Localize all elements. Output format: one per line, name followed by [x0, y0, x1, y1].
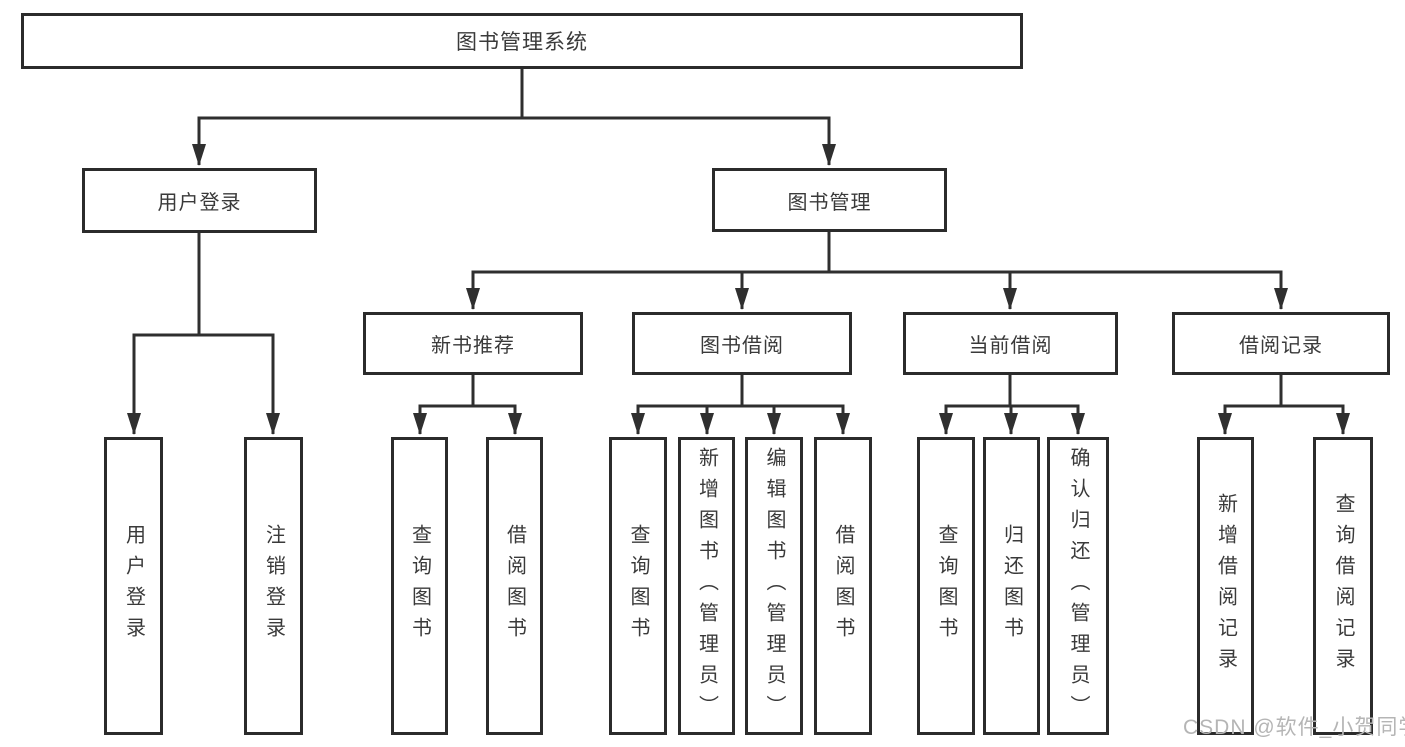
leaf-borrow-borrow-books: 借阅图书	[814, 437, 872, 735]
leaf-user-login-label: 用户登录	[122, 524, 145, 648]
node-borrow-records: 借阅记录	[1172, 312, 1390, 375]
leaf-borrow-query-books-label: 查询图书	[627, 524, 649, 648]
node-book-management-label: 图书管理	[787, 191, 872, 214]
leaf-current-query-books: 查询图书	[917, 437, 975, 735]
node-borrow-records-label: 借阅记录	[1239, 335, 1323, 357]
leaf-current-return-books-label: 归还图书	[1000, 524, 1023, 648]
node-new-book-recommend: 新书推荐	[363, 312, 583, 375]
leaf-current-query-books-label: 查询图书	[935, 524, 957, 648]
node-book-borrow-label: 图书借阅	[700, 335, 784, 357]
node-user-login: 用户登录	[82, 168, 317, 233]
leaf-logout: 注销登录	[244, 437, 303, 735]
leaf-recommend-query-books-label: 查询图书	[408, 524, 431, 648]
node-book-management: 图书管理	[712, 168, 947, 232]
leaf-recommend-borrow-books-label: 借阅图书	[503, 524, 526, 648]
leaf-recommend-borrow-books: 借阅图书	[486, 437, 543, 735]
node-user-login-label: 用户登录	[157, 192, 242, 214]
leaf-records-add-record: 新增借阅记录	[1197, 437, 1254, 735]
leaf-borrow-edit-books-label: 编辑图书（管理员）	[763, 446, 785, 726]
node-new-book-recommend-label: 新书推荐	[431, 335, 515, 357]
leaf-current-confirm-return: 确认归还（管理员）	[1047, 437, 1109, 735]
leaf-current-return-books: 归还图书	[983, 437, 1040, 735]
leaf-records-query-record: 查询借阅记录	[1313, 437, 1373, 735]
leaf-logout-label: 注销登录	[262, 524, 285, 648]
leaf-borrow-borrow-books-label: 借阅图书	[832, 524, 854, 648]
node-root: 图书管理系统	[21, 13, 1023, 69]
leaf-borrow-edit-books: 编辑图书（管理员）	[745, 437, 803, 735]
node-current-borrow: 当前借阅	[903, 312, 1118, 375]
leaf-borrow-add-books: 新增图书（管理员）	[678, 437, 735, 735]
leaf-records-add-record-label: 新增借阅记录	[1214, 493, 1237, 679]
node-current-borrow-label: 当前借阅	[968, 335, 1053, 357]
leaf-recommend-query-books: 查询图书	[391, 437, 448, 735]
leaf-current-confirm-return-label: 确认归还（管理员）	[1067, 446, 1089, 726]
node-root-label: 图书管理系统	[456, 31, 588, 54]
leaf-user-login: 用户登录	[104, 437, 163, 735]
node-book-borrow: 图书借阅	[632, 312, 852, 375]
leaf-borrow-add-books-label: 新增图书（管理员）	[695, 446, 718, 726]
leaf-borrow-query-books: 查询图书	[609, 437, 667, 735]
csdn-watermark: CSDN @软件_小贺同学	[1183, 716, 1405, 739]
leaf-records-query-record-label: 查询借阅记录	[1332, 493, 1354, 679]
